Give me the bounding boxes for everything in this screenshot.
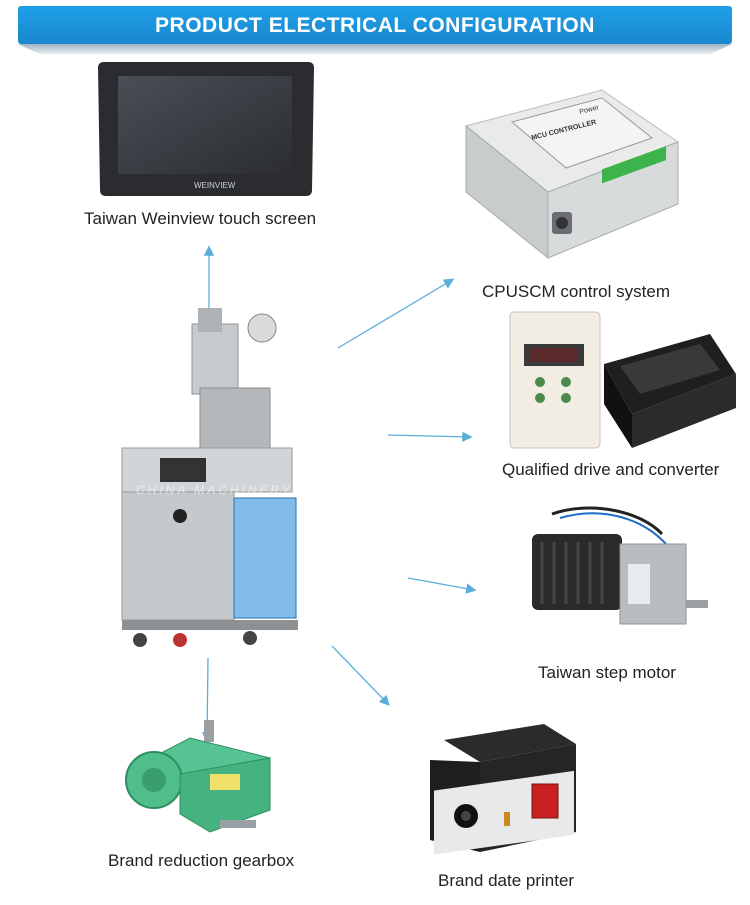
date-printer-image	[424, 720, 584, 860]
step-motor-image	[512, 504, 712, 654]
header-banner: PRODUCT ELECTRICAL CONFIGURATION	[0, 6, 750, 56]
gearbox-image	[120, 714, 290, 844]
controller-power-label: Power	[579, 104, 601, 116]
caption-date-printer: Brand date printer	[438, 871, 575, 890]
caption-touch-screen: Taiwan Weinview touch screen	[84, 209, 317, 228]
caption-step-motor: Taiwan step motor	[538, 663, 676, 682]
arrow-to-date-printer	[331, 645, 390, 706]
watermark-text: CHINA MACHINERY	[136, 483, 293, 497]
arrow-to-motor	[407, 577, 477, 594]
touch-screen-image: WEINVIEW	[96, 58, 316, 198]
caption-control-system: CPUSCM control system	[482, 282, 670, 301]
banner-bar	[18, 6, 732, 44]
banner-shadow	[18, 44, 732, 54]
drive-converter-image	[500, 304, 740, 454]
weinview-brand: WEINVIEW	[194, 181, 236, 190]
banner-title: PRODUCT ELECTRICAL CONFIGURATION	[155, 14, 595, 37]
packing-machine-image: CHINA MACHINERY	[100, 298, 340, 658]
arrow-to-control-system	[337, 278, 455, 349]
arrow-to-drive	[387, 431, 473, 443]
caption-drive-converter: Qualified drive and converter	[502, 460, 720, 479]
control-system-image: MCU CONTROLLER Power	[452, 72, 688, 272]
caption-gearbox: Brand reduction gearbox	[108, 851, 295, 870]
